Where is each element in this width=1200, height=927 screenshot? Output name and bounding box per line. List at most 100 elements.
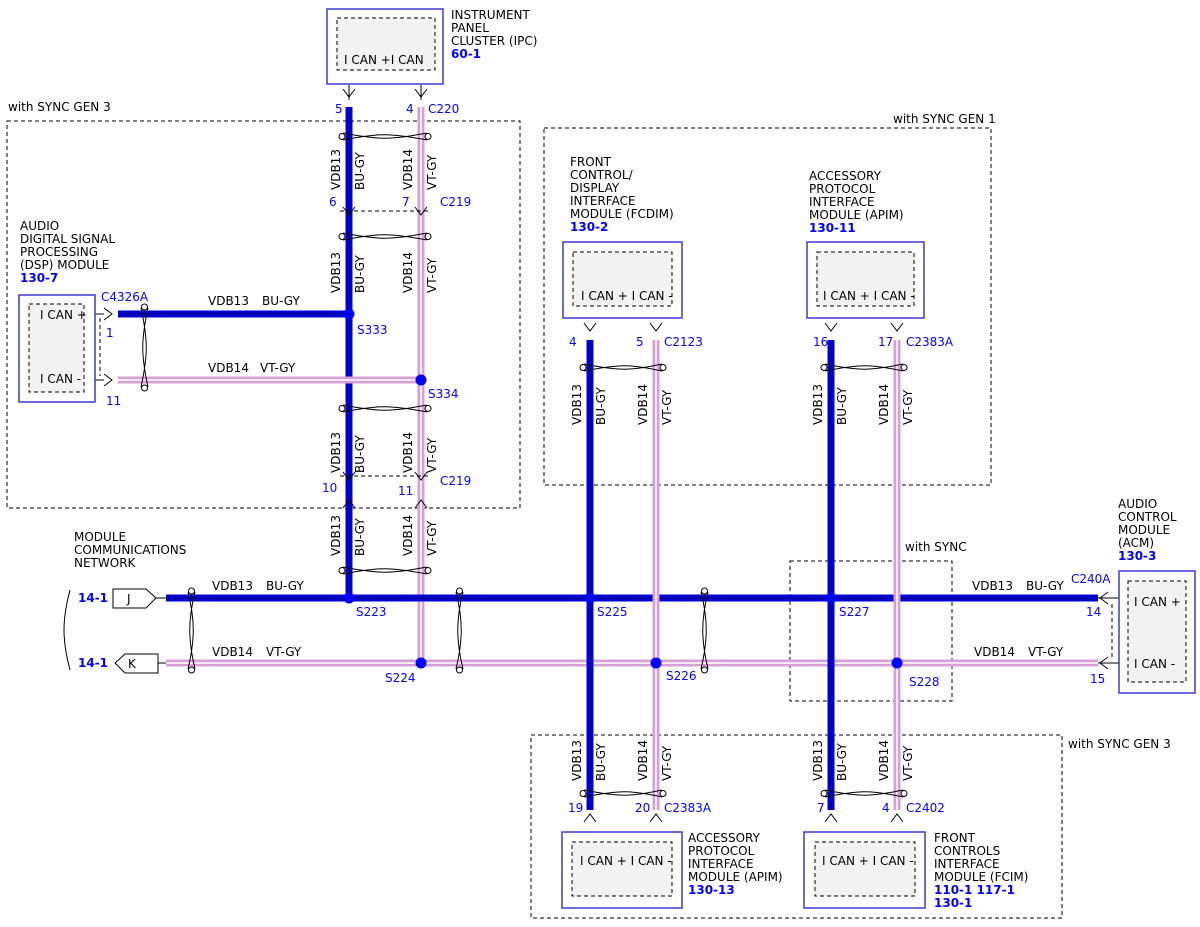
wire-label: VDB13 <box>329 515 343 556</box>
main-bus-wires <box>166 594 1098 667</box>
apim1-name-line-2: PROTOCOL <box>809 182 876 196</box>
pin-number: 11 <box>106 394 121 408</box>
pin-number: 15 <box>1090 672 1105 686</box>
region-label-sync-gen3-top: with SYNC GEN 3 <box>8 100 111 114</box>
connector-c240a: C240A <box>1071 572 1111 586</box>
apim3-ref[interactable]: 130-13 <box>688 883 735 897</box>
acm-pin-minus: I CAN - <box>1134 657 1175 671</box>
splice-labels[interactable]: S333 S334 S223 S224 S225 S226 S227 S228 <box>356 323 940 689</box>
pin-number: 1 <box>106 326 114 340</box>
network-ref-k[interactable]: 14-1 <box>78 656 108 670</box>
wire-label: BU-GY <box>835 387 849 425</box>
module-fcim[interactable]: I CAN + I CAN - <box>803 831 926 909</box>
pin-number: 10 <box>322 481 337 495</box>
acm-name-line-3: MODULE <box>1118 523 1170 537</box>
wire-label: VDB14 <box>877 384 891 425</box>
connector-j-label: J <box>126 592 131 606</box>
fcdim-ref[interactable]: 130-2 <box>570 220 608 234</box>
splice-s227: S227 <box>839 605 870 619</box>
wire-label: VDB13 <box>329 432 343 473</box>
apim3-name-line-1: ACCESSORY <box>688 831 761 845</box>
wire-label: VDB14 <box>212 645 253 659</box>
pin-number: 4 <box>406 102 414 116</box>
wire-label: VT-GY <box>660 389 674 425</box>
wire-label: VT-GY <box>901 389 915 425</box>
module-dsp[interactable]: I CAN + I CAN - <box>18 294 96 403</box>
wire-label: VT-GY <box>425 154 439 190</box>
wire-label: VDB14 <box>401 252 415 293</box>
fcim-name-line-2: CONTROLS <box>934 844 1000 858</box>
connector-c2402: C2402 <box>906 801 945 815</box>
fcdim-name-line-5: MODULE (FCDIM) <box>570 207 674 221</box>
wire-label: VDB13 <box>208 294 249 308</box>
pin-number: 19 <box>568 801 583 815</box>
splice-s226: S226 <box>666 669 697 683</box>
network-brace <box>63 589 71 671</box>
module-fcdim[interactable]: I CAN + I CAN - <box>562 241 683 319</box>
apim1-fcim-wires <box>827 340 901 810</box>
wire-label: VT-GY <box>1028 645 1064 659</box>
pin-number: 5 <box>335 102 343 116</box>
region-sync <box>789 560 953 702</box>
network-ref-j[interactable]: 14-1 <box>78 591 108 605</box>
wire-label: VDB13 <box>811 740 825 781</box>
wire-label: VT-GY <box>425 437 439 473</box>
pin-number: 20 <box>635 801 650 815</box>
wire-label: VT-GY <box>660 745 674 781</box>
wire-label: VT-GY <box>425 520 439 556</box>
connector-names[interactable]: C220 C219 C219 C4326A C2123 C2383A C240A… <box>101 102 1111 815</box>
apim3-name-line-3: INTERFACE <box>688 857 754 871</box>
region-sync-gen1 <box>543 127 992 486</box>
wire-label: VDB14 <box>401 432 415 473</box>
fcim-pins-label: I CAN + I CAN - <box>822 854 914 868</box>
dsp-name-line-1: AUDIO <box>20 219 59 233</box>
vertical-wire-labels: VDB13 BU-GY VDB14 VT-GY VDB13 BU-GY VDB1… <box>329 149 915 781</box>
fcim-ref-line-2[interactable]: 130-1 <box>934 896 972 910</box>
apim3-name-line-2: PROTOCOL <box>688 844 755 858</box>
wire-label: VDB14 <box>974 645 1015 659</box>
wire-label: BU-GY <box>262 294 300 308</box>
acm-ref[interactable]: 130-3 <box>1118 549 1156 563</box>
region-label-sync-gen3-bottom: with SYNC GEN 3 <box>1068 737 1171 751</box>
wire-label: BU-GY <box>266 579 304 593</box>
splice-dots <box>343 308 903 669</box>
connector-c2123: C2123 <box>664 335 703 349</box>
pin-number: 16 <box>813 335 828 349</box>
acm-name-line-1: AUDIO <box>1118 497 1157 511</box>
wire-label: BU-GY <box>353 518 367 556</box>
module-apim-gen1[interactable]: I CAN + I CAN - <box>806 241 925 319</box>
apim1-name-line-4: MODULE (APIM) <box>809 208 904 222</box>
module-ipc[interactable]: I CAN +I CAN <box>326 8 444 85</box>
apim1-name-line-1: ACCESSORY <box>809 169 882 183</box>
wire-label: VT-GY <box>425 257 439 293</box>
module-acm[interactable]: I CAN + I CAN - <box>1118 570 1196 694</box>
wire-label: VDB13 <box>811 384 825 425</box>
network-title-line-3: NETWORK <box>74 556 137 570</box>
wire-label: VT-GY <box>260 361 296 375</box>
connector-breaks <box>99 210 1113 658</box>
wire-label: BU-GY <box>353 152 367 190</box>
ipc-pins-label: I CAN +I CAN <box>344 53 424 67</box>
pin-number: 4 <box>569 335 577 349</box>
ipc-ref[interactable]: 60-1 <box>451 47 481 61</box>
pin-numbers: 5 4 6 7 10 11 1 11 4 5 16 17 14 15 19 20… <box>106 102 1105 815</box>
module-apim-gen3[interactable]: I CAN + I CAN - <box>561 831 683 909</box>
fcdim-name-line-3: DISPLAY <box>570 181 620 195</box>
wire-label: VDB13 <box>329 252 343 293</box>
apim1-ref[interactable]: 130-11 <box>809 221 856 235</box>
wire-label: VDB13 <box>570 384 584 425</box>
wire-label: BU-GY <box>594 743 608 781</box>
region-label-sync-gen1: with SYNC GEN 1 <box>893 112 996 126</box>
wire-label: BU-GY <box>1026 579 1064 593</box>
apim3-name-line-4: MODULE (APIM) <box>688 870 783 884</box>
connector-c4326a: C4326A <box>101 290 149 304</box>
connector-k[interactable]: K <box>114 653 159 674</box>
connector-j[interactable]: J <box>112 588 157 609</box>
dsp-ref[interactable]: 130-7 <box>20 271 58 285</box>
splice-s224: S224 <box>385 671 416 685</box>
fcim-ref-line-1[interactable]: 110-1 117-1 <box>934 883 1015 897</box>
wire-label: VT-GY <box>266 645 302 659</box>
connector-c2383a: C2383A <box>664 801 712 815</box>
region-sync-gen3-top <box>6 120 521 509</box>
